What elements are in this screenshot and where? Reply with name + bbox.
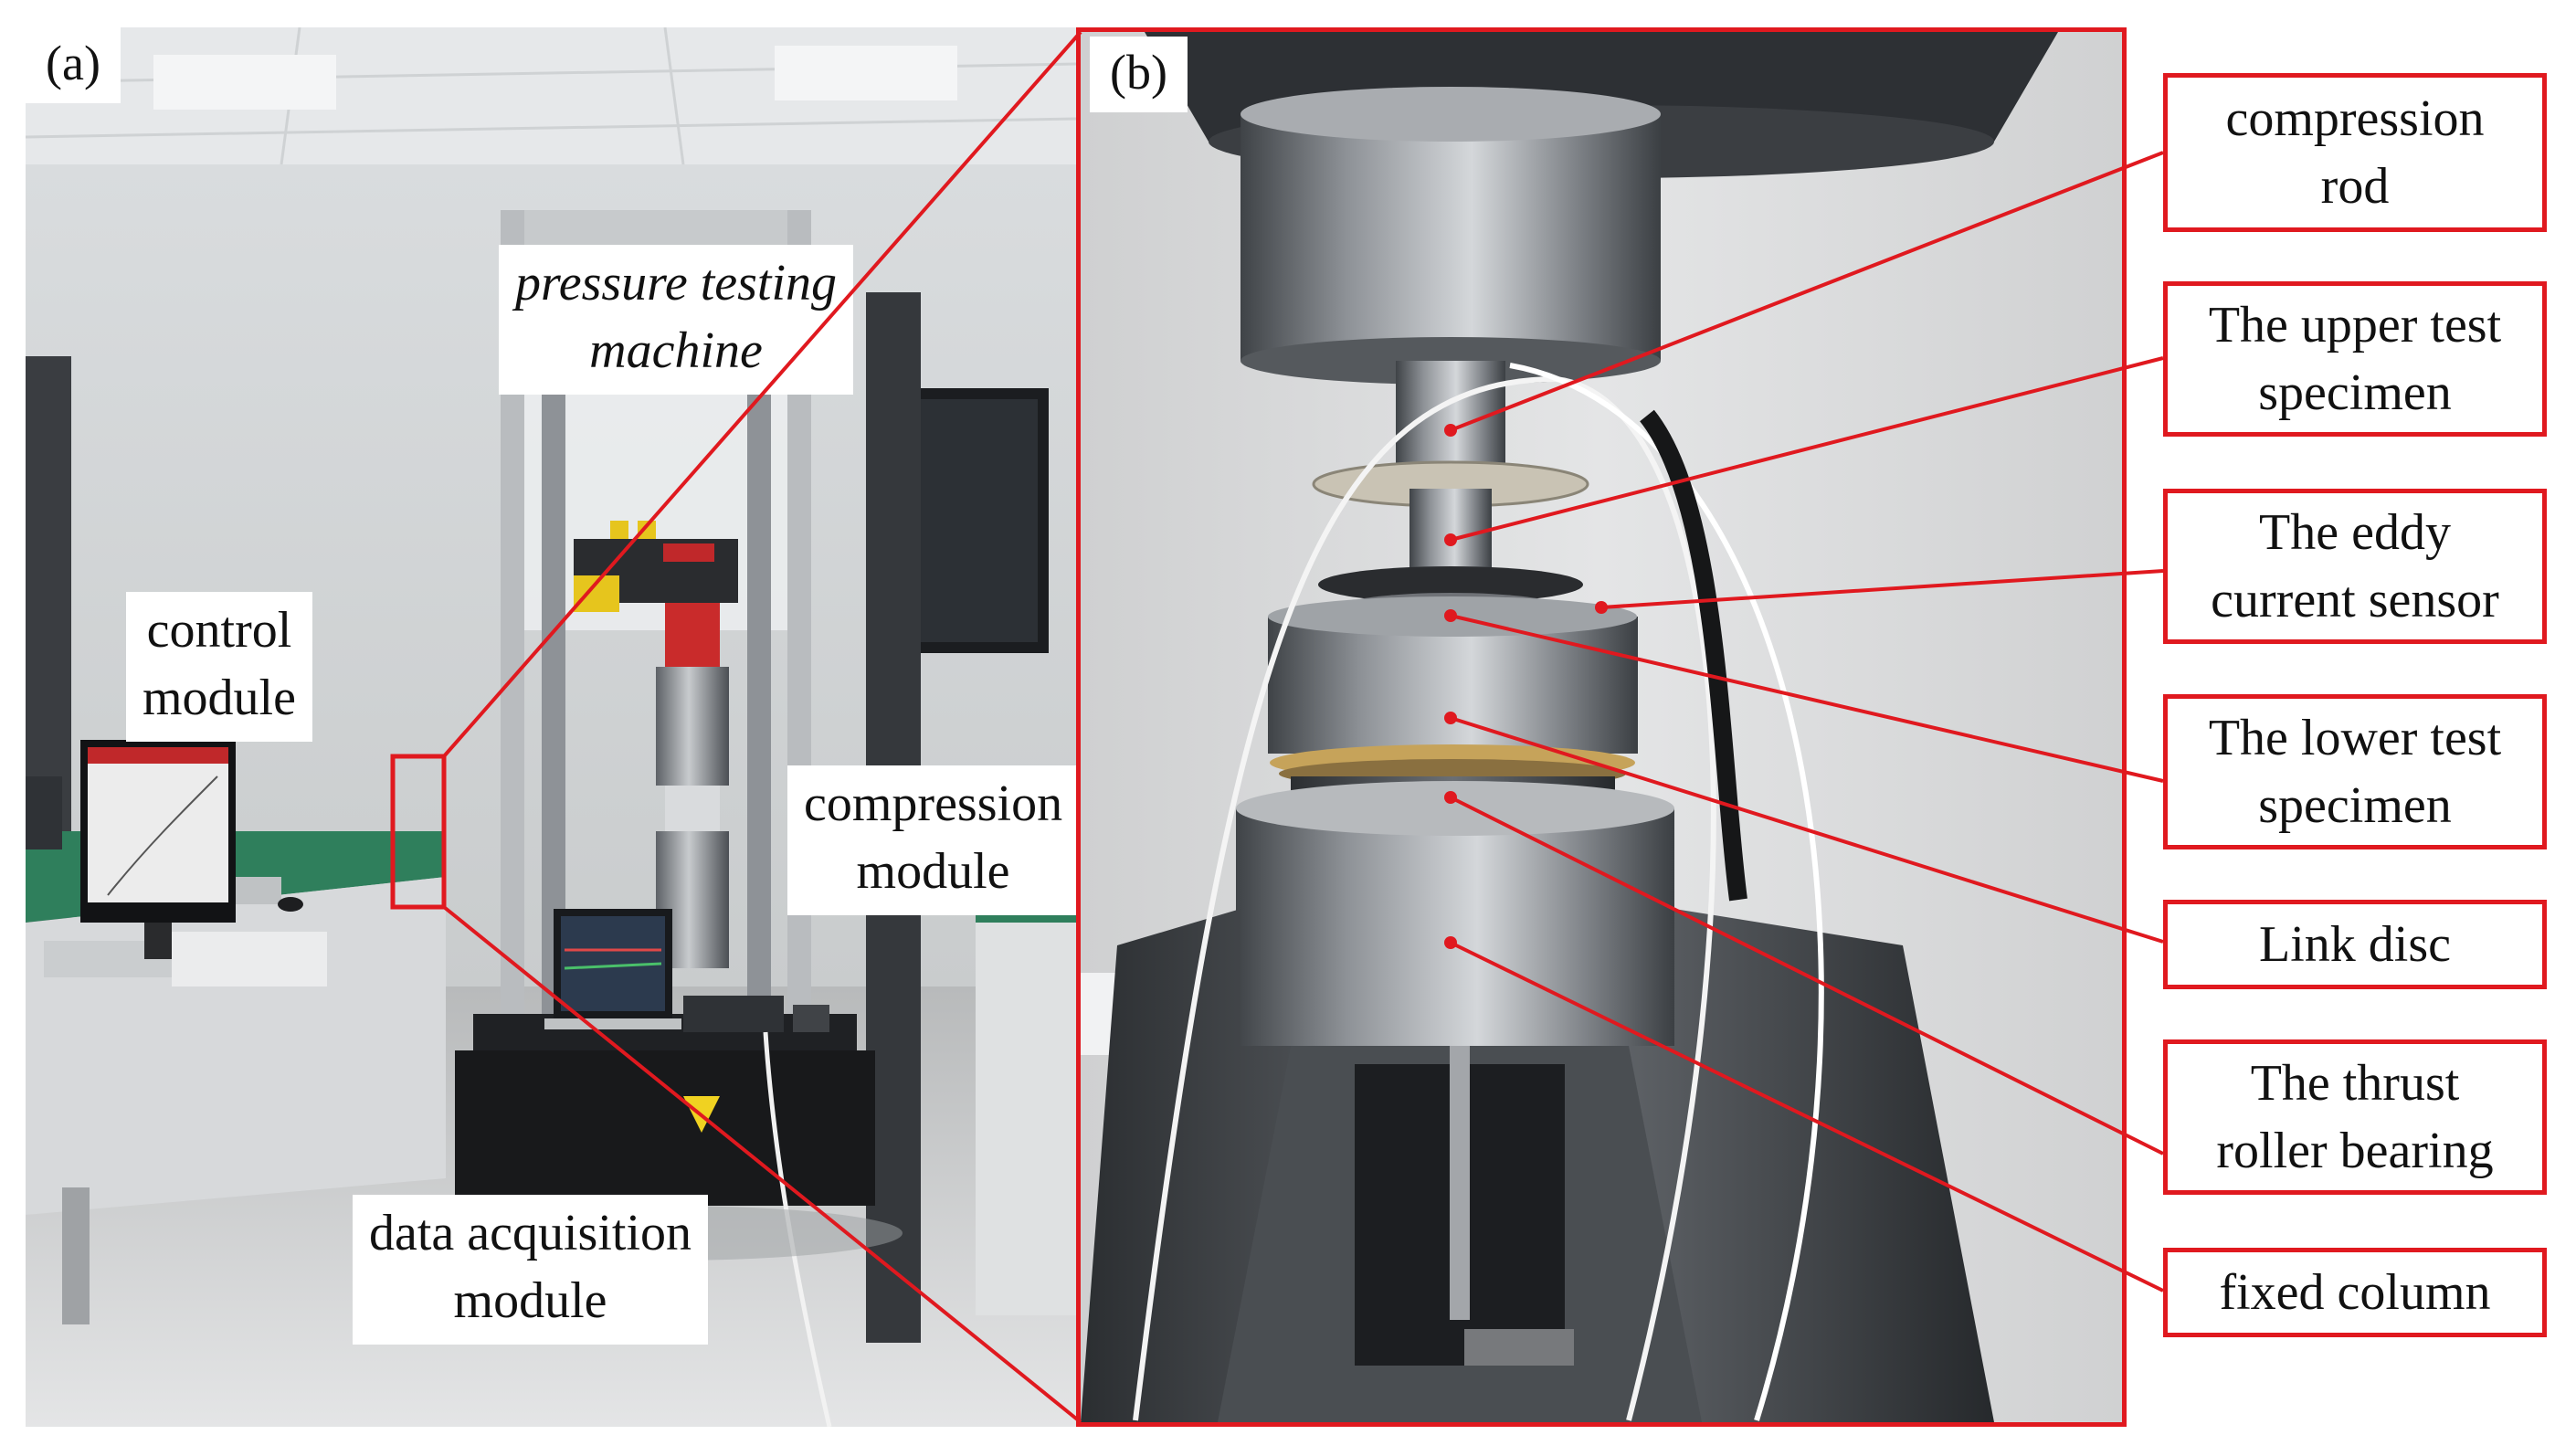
callout-lower-test-specimen: The lower test specimen <box>2163 694 2547 849</box>
label-control-line-1: control <box>146 602 292 659</box>
callout-lower-specimen-line-1: The lower test <box>2208 709 2502 766</box>
compression-module-highlight-box <box>390 754 447 910</box>
label-pressure-line-2: machine <box>589 322 763 379</box>
label-compression-module: compression module <box>787 765 1076 915</box>
label-control-module: control module <box>126 592 312 742</box>
callout-upper-specimen-line-1: The upper test <box>2208 296 2502 353</box>
fixture-closeup-illustration <box>1081 32 2122 1422</box>
label-control-line-2: module <box>143 669 296 726</box>
callout-fixed-column: fixed column <box>2163 1248 2547 1337</box>
callout-thrust-bearing-line-2: roller bearing <box>2216 1123 2494 1179</box>
label-compression-line-1: compression <box>804 775 1063 832</box>
label-data-acquisition-module: data acquisition module <box>353 1195 709 1345</box>
callout-link-disc-line-1: Link disc <box>2259 915 2451 973</box>
callout-link-disc: Link disc <box>2163 900 2547 989</box>
label-pressure-line-1: pressure testing <box>515 255 838 311</box>
callout-thrust-roller-bearing: The thrust roller bearing <box>2163 1039 2547 1195</box>
callout-eddy-sensor-line-2: current sensor <box>2211 572 2499 628</box>
callout-compression-rod: compression rod <box>2163 73 2547 232</box>
callout-compression-rod-line-1: compression <box>2225 90 2485 147</box>
label-pressure-testing-machine: pressure testing machine <box>499 245 854 395</box>
callout-upper-specimen-line-2: specimen <box>2258 364 2452 421</box>
panel-b-letter: (b) <box>1090 37 1188 113</box>
callout-lower-specimen-line-2: specimen <box>2258 777 2452 834</box>
callout-compression-rod-line-2: rod <box>2320 158 2390 215</box>
callout-thrust-bearing-line-1: The thrust <box>2250 1054 2460 1112</box>
callout-upper-test-specimen: The upper test specimen <box>2163 281 2547 437</box>
callout-eddy-current-sensor: The eddy current sensor <box>2163 489 2547 644</box>
panel-a-letter: (a) <box>26 27 121 104</box>
label-daq-line-1: data acquisition <box>369 1205 692 1261</box>
label-daq-line-2: module <box>453 1271 607 1329</box>
callout-fixed-column-line-1: fixed column <box>2219 1263 2491 1321</box>
callout-eddy-sensor-line-1: The eddy <box>2259 503 2451 561</box>
label-compression-line-2: module <box>856 842 1010 900</box>
panel-b-closeup-photo: (b) <box>1076 27 2127 1427</box>
panel-a-lab-photo: (a) pressure testing machine control mod… <box>26 27 1076 1427</box>
